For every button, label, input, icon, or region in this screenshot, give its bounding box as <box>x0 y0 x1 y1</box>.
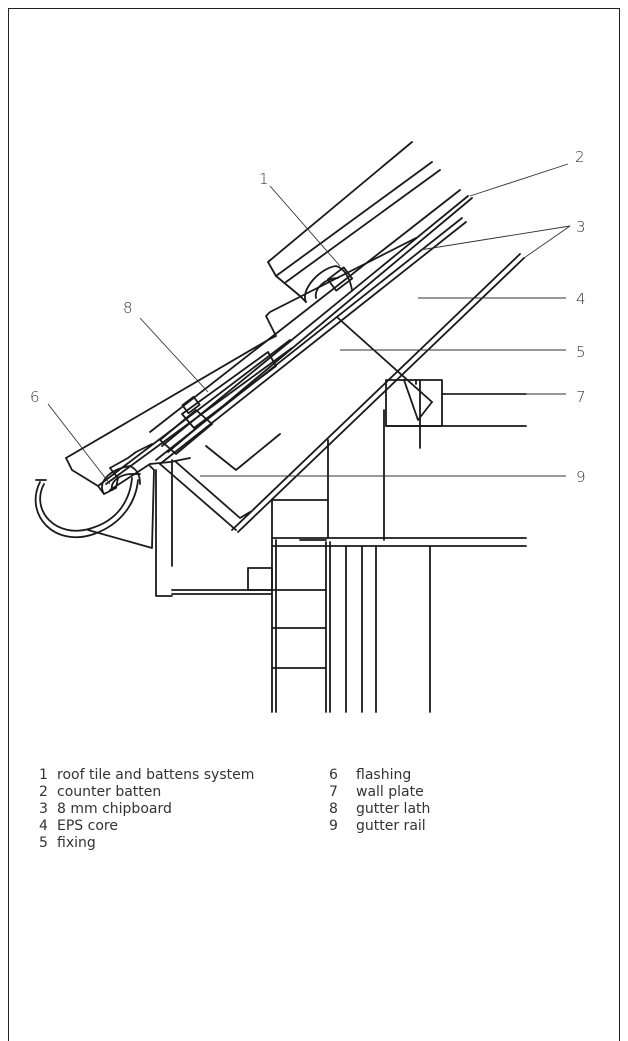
callout-3: 3 <box>576 218 586 236</box>
tile-hook-lower <box>101 465 141 495</box>
leader-lines <box>47 163 571 485</box>
legend-number: 7 <box>329 784 338 800</box>
legend-number: 1 <box>39 767 48 783</box>
legend-number: 4 <box>39 818 48 834</box>
callout-8: 8 <box>123 299 133 317</box>
legend-label: roof tile and battens system <box>57 767 255 783</box>
legend-label: EPS core <box>57 818 118 834</box>
callout-2: 2 <box>575 148 585 166</box>
battens <box>149 189 473 455</box>
figure-frame <box>8 8 620 1041</box>
callout-6: 6 <box>30 388 40 406</box>
callout-5: 5 <box>576 343 586 361</box>
legend-item: 7 wall plate <box>329 784 430 801</box>
legend-label: counter batten <box>57 784 162 800</box>
legend-item: 2 counter batten <box>39 784 254 801</box>
legend-number: 3 <box>39 801 48 817</box>
legend-number: 2 <box>39 784 48 800</box>
legend-item: 9 gutter rail <box>329 818 430 835</box>
legend-item: 8 gutter lath <box>329 801 430 818</box>
tile-hook-upper <box>304 265 354 303</box>
callout-9: 9 <box>576 468 586 486</box>
legend-number: 5 <box>39 835 48 851</box>
callout-4: 4 <box>576 290 586 308</box>
legend-right-column: 6 flashing 7 wall plate 8 gutter lath 9 gutt… <box>329 767 430 835</box>
legend-item: 3 8 mm chipboard <box>39 801 254 818</box>
legend-label: fixing <box>57 835 96 851</box>
legend-number: 8 <box>329 801 338 817</box>
wall-structure <box>155 409 527 713</box>
legend-label: gutter lath <box>356 801 431 817</box>
callout-1: 1 <box>259 170 269 188</box>
legend-item: 4 EPS core <box>39 818 254 835</box>
legend-label: 8 mm chipboard <box>57 801 172 817</box>
callout-7: 7 <box>576 388 586 406</box>
legend-left-column: 1 roof tile and battens system 2 counter b… <box>39 767 254 852</box>
legend-label: flashing <box>356 767 412 783</box>
flashing <box>109 457 191 491</box>
gutter <box>34 465 155 549</box>
legend-label: wall plate <box>356 784 424 800</box>
legend-number: 9 <box>329 818 338 834</box>
chipboard-layers <box>155 217 525 533</box>
legend-label: gutter rail <box>356 818 426 834</box>
legend-item: 1 roof tile and battens system <box>39 767 254 784</box>
legend-item: 5 fixing <box>39 835 254 852</box>
roof-eaves-section-drawing: 1 2 3 4 5 6 7 8 9 <box>30 141 586 713</box>
legend-item: 6 flashing <box>329 767 430 784</box>
legend-number: 6 <box>329 767 338 783</box>
